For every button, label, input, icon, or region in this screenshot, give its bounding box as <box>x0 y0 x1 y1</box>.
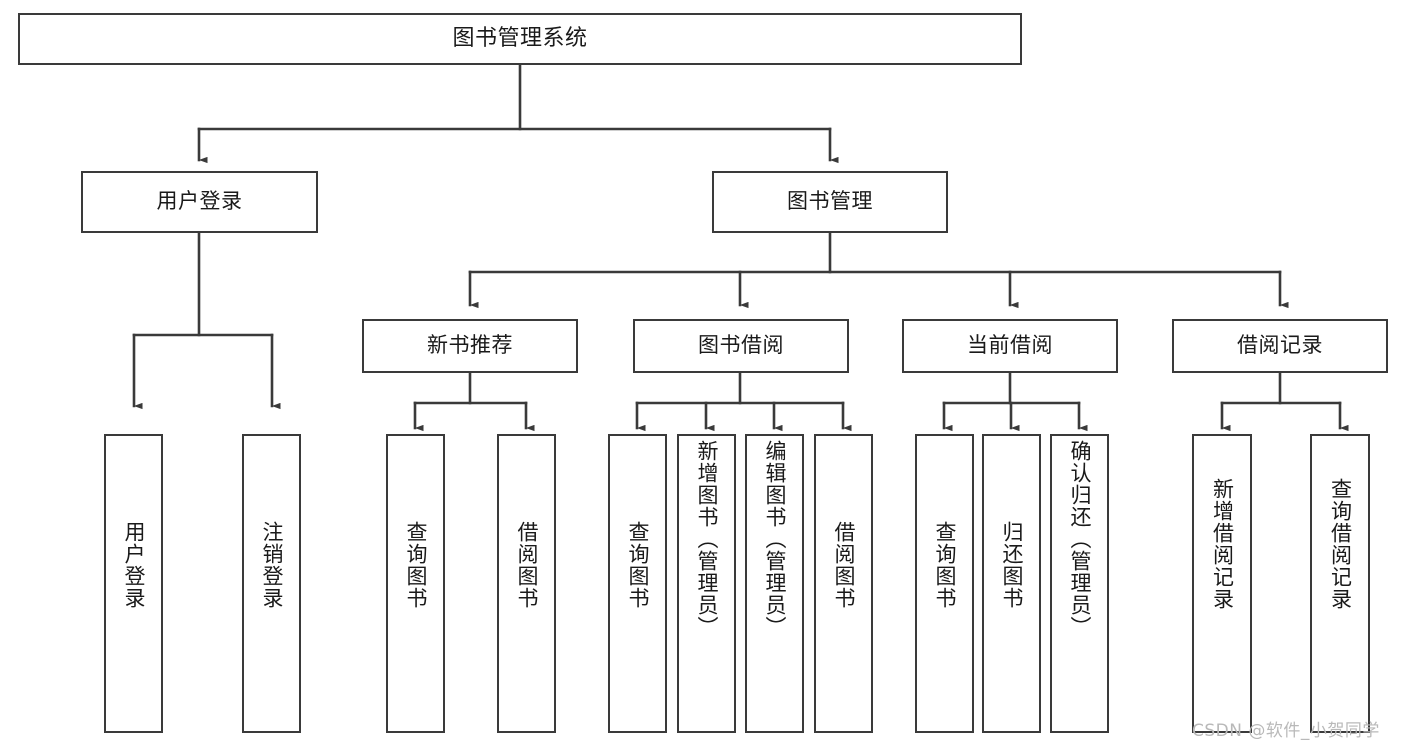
node-label: 编辑图书（管理员） <box>762 440 787 638</box>
node-label: 借阅记录 <box>1237 333 1323 358</box>
leaf-user-login[interactable]: 用户登录 <box>104 434 163 733</box>
node-label: 注销登录 <box>259 521 284 609</box>
leaf-return-book[interactable]: 归还图书 <box>982 434 1041 733</box>
node-current-borrow[interactable]: 当前借阅 <box>902 319 1118 373</box>
node-label: 归还图书 <box>999 521 1024 609</box>
leaf-add-book-admin[interactable]: 新增图书（管理员） <box>677 434 736 733</box>
node-label: 用户登录 <box>156 189 243 214</box>
node-label: 新增图书（管理员） <box>694 440 719 638</box>
node-label: 图书管理系统 <box>452 25 588 51</box>
node-label: 查询图书 <box>932 521 957 609</box>
node-label: 借阅图书 <box>831 521 856 609</box>
leaf-edit-book-admin[interactable]: 编辑图书（管理员） <box>745 434 804 733</box>
node-book-management[interactable]: 图书管理 <box>712 171 948 233</box>
leaf-borrow-book[interactable]: 借阅图书 <box>814 434 873 733</box>
node-label: 查询借阅记录 <box>1328 478 1353 610</box>
leaf-borrow-book-recommend[interactable]: 借阅图书 <box>497 434 556 733</box>
leaf-add-borrow-record[interactable]: 新增借阅记录 <box>1192 434 1252 733</box>
leaf-query-book-recommend[interactable]: 查询图书 <box>386 434 445 733</box>
node-new-book-recommend[interactable]: 新书推荐 <box>362 319 578 373</box>
node-book-borrow[interactable]: 图书借阅 <box>633 319 849 373</box>
node-label: 确认归还（管理员） <box>1067 440 1092 638</box>
leaf-query-book-borrow[interactable]: 查询图书 <box>608 434 667 733</box>
leaf-logout[interactable]: 注销登录 <box>242 434 301 733</box>
node-borrow-records[interactable]: 借阅记录 <box>1172 319 1388 373</box>
node-label: 图书借阅 <box>698 333 784 358</box>
leaf-confirm-return-admin[interactable]: 确认归还（管理员） <box>1050 434 1109 733</box>
node-label: 当前借阅 <box>967 333 1053 358</box>
node-root-system[interactable]: 图书管理系统 <box>18 13 1022 65</box>
node-label: 查询图书 <box>403 521 428 609</box>
node-label: 新书推荐 <box>427 333 513 358</box>
node-label: 图书管理 <box>787 189 873 214</box>
node-label: 用户登录 <box>121 521 146 609</box>
leaf-query-borrow-record[interactable]: 查询借阅记录 <box>1310 434 1370 733</box>
leaf-query-book-current[interactable]: 查询图书 <box>915 434 974 733</box>
csdn-watermark: CSDN @软件_小贺同学 <box>1192 721 1380 741</box>
node-label: 借阅图书 <box>514 521 539 609</box>
node-label: 新增借阅记录 <box>1210 478 1235 610</box>
node-user-login[interactable]: 用户登录 <box>81 171 318 233</box>
node-label: 查询图书 <box>625 521 650 609</box>
